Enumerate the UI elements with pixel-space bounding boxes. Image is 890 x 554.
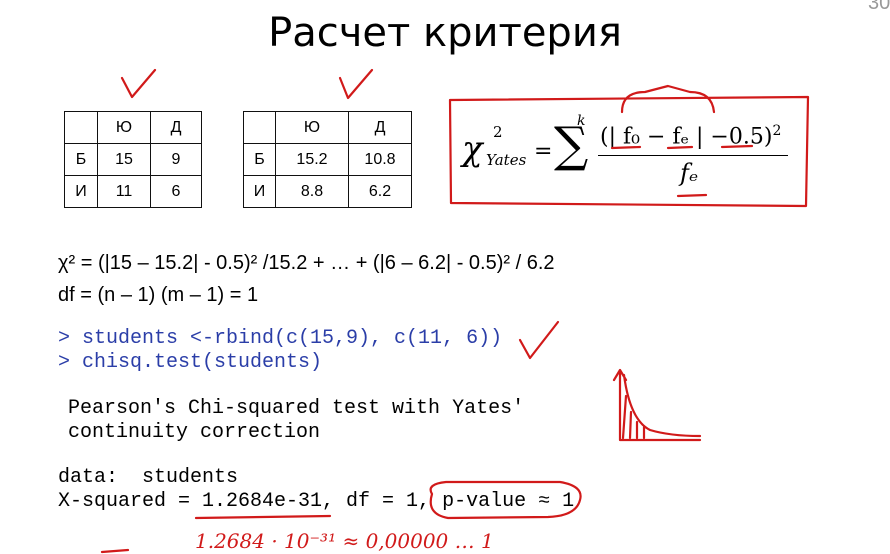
- table-cell: [243, 111, 276, 144]
- table-cell: 6: [150, 175, 202, 208]
- numerator-power: 2: [772, 123, 782, 139]
- slide-title: Расчет критерия: [268, 10, 622, 56]
- output-line: continuity correction: [68, 421, 321, 444]
- code-line: > students <-rbind(c(15,9), c(11, 6)): [58, 327, 503, 350]
- underline-mark: [666, 145, 694, 150]
- brace-mark: [620, 84, 716, 114]
- expected-table: Ю Д Б 15.2 10.8 И 8.8 6.2: [243, 111, 412, 208]
- formula-subscript: Yates: [486, 151, 527, 169]
- underline-mark: [610, 145, 642, 150]
- test-title: Pearson's Chi-squared test with Yates'co…: [68, 397, 524, 445]
- checkmark-icon: [120, 68, 157, 99]
- table-cell: Ю: [97, 111, 151, 144]
- table-cell: Ю: [275, 111, 349, 144]
- fraction-bar: [598, 155, 788, 156]
- table-cell: 11: [97, 175, 151, 208]
- table-row: И 11 6: [64, 175, 202, 208]
- sum-symbol: ∑: [554, 117, 589, 173]
- r-output-result: X-squared = 1.2684e-31, df = 1, p-value …: [58, 490, 574, 514]
- r-code-input: > students <-rbind(c(15,9), c(11, 6))> c…: [58, 327, 502, 375]
- table-cell: 15.2: [275, 143, 349, 176]
- underline-mark: [720, 144, 754, 149]
- density-shading: [621, 394, 646, 440]
- table-row: Б 15 9: [64, 143, 202, 176]
- density-curve-sketch: [612, 368, 702, 442]
- table-row: Ю Д: [64, 111, 202, 144]
- table-cell: 15: [97, 143, 151, 176]
- p-value: p-value ≈ 1: [442, 490, 575, 513]
- formula-denominator: fₑ: [680, 159, 699, 187]
- observed-table: Ю Д Б 15 9 И 11 6: [64, 111, 202, 208]
- numerator-text: (| f₀ − fₑ | −0.5): [600, 124, 773, 150]
- checkmark-icon: [518, 320, 560, 360]
- table-row: И 8.8 6.2: [243, 175, 412, 208]
- table-cell: 8.8: [275, 175, 349, 208]
- result-prefix: X-squared = 1.2684e-31, df = 1,: [58, 490, 443, 513]
- table-row: Ю Д: [243, 111, 412, 144]
- output-line: Pearson's Chi-squared test with Yates': [68, 397, 525, 420]
- p-value-circle: [429, 480, 582, 520]
- underline-mark: [676, 193, 708, 198]
- formula-power: 2: [493, 123, 503, 141]
- formula-numerator: (| f₀ − fₑ | −0.5)2: [600, 123, 781, 149]
- page-number: 30: [868, 0, 890, 14]
- r-output-data: data: students: [58, 466, 239, 489]
- table-cell: Д: [150, 111, 202, 144]
- calculation-line: χ² = (|15 – 15.2| - 0.5)² /15.2 + … + (|…: [58, 252, 555, 274]
- sum-upper-limit: k: [577, 113, 586, 129]
- table-cell: И: [64, 175, 98, 208]
- table-cell: 6.2: [348, 175, 412, 208]
- degrees-of-freedom-line: df = (n – 1) (m – 1) = 1: [58, 284, 259, 306]
- formula-equals: =: [534, 139, 553, 164]
- handwritten-note: 1.2684 · 10⁻³¹ ≈ 0,00000 … 1: [195, 529, 494, 553]
- table-cell: Д: [348, 111, 412, 144]
- table-cell: И: [243, 175, 276, 208]
- table-cell: 9: [150, 143, 202, 176]
- result-underline: [194, 514, 332, 520]
- code-line: > chisq.test(students): [58, 351, 323, 374]
- checkmark-icon: [338, 68, 374, 100]
- yates-formula: χ 2 Yates = ∑ k (| f₀ − fₑ | −0.5)2 fₑ: [448, 101, 806, 203]
- dash-mark: [100, 548, 130, 554]
- formula-chi: χ: [462, 129, 483, 169]
- formula-frame: [448, 95, 810, 208]
